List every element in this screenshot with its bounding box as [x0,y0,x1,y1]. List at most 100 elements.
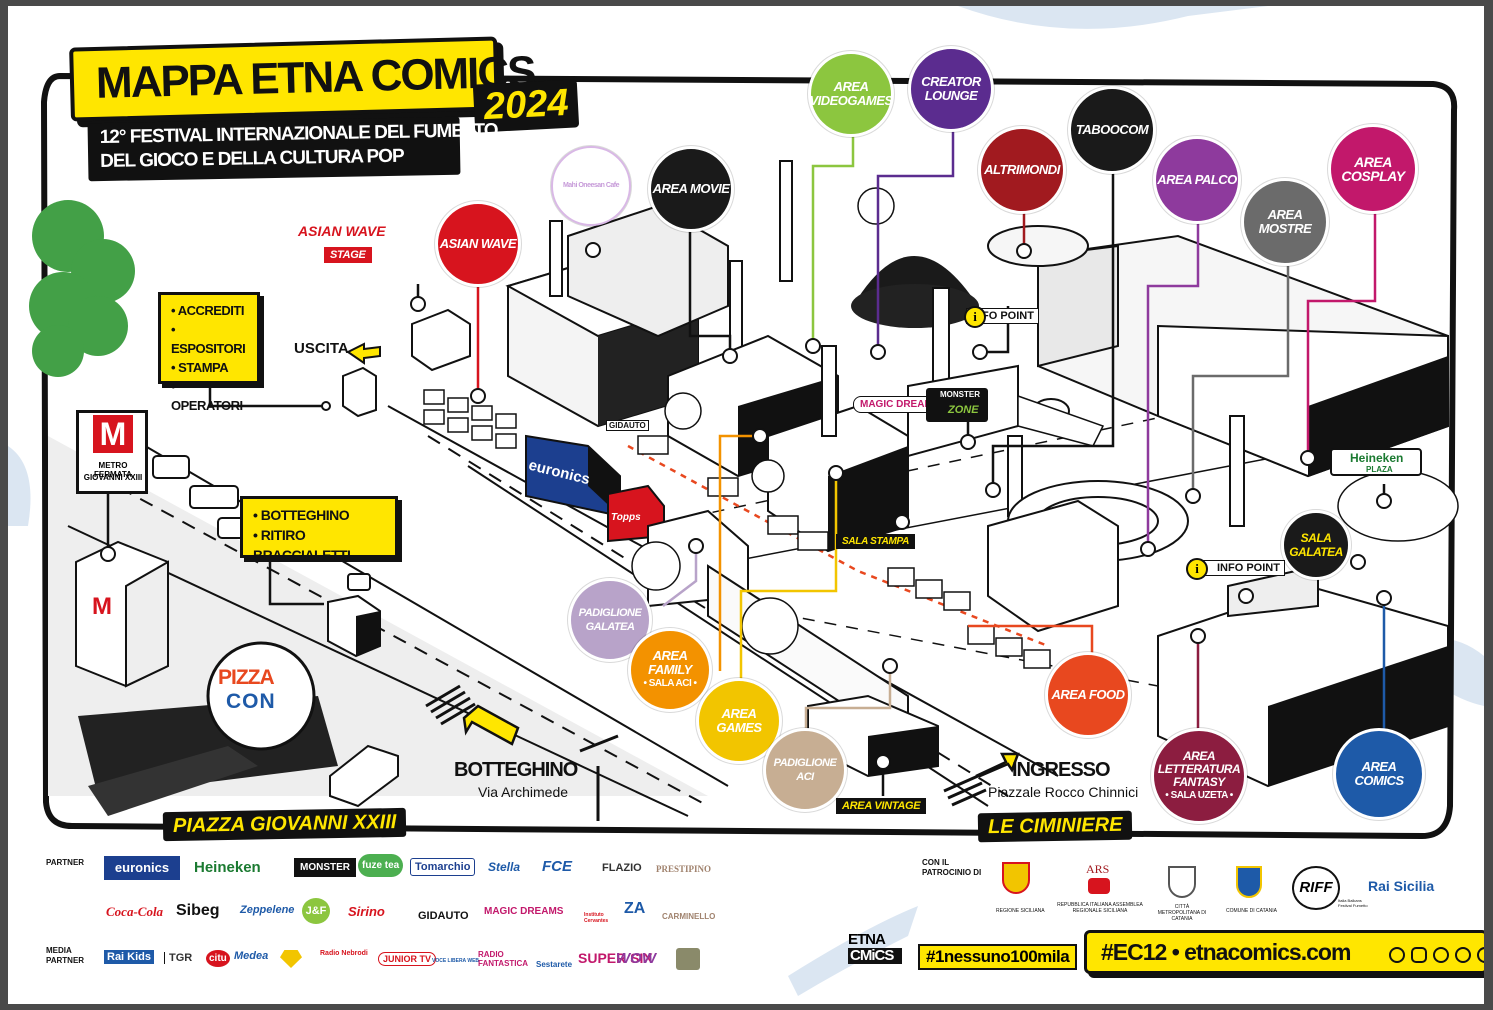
facebook-icon[interactable] [1389,947,1405,963]
zone-area-palco[interactable]: AREA PALCO [1153,136,1241,224]
pizza-con-logo-top: PIZZA [218,666,275,689]
sala-stampa-label: SALA STAMPA [836,534,916,549]
partner-logo-flazio[interactable]: FLAZIO [602,862,642,874]
partner-logo-coca-cola[interactable]: Coca-Cola [106,904,164,919]
media-partner-heading-1: MEDIA [46,946,72,955]
instagram-icon[interactable] [1411,947,1427,963]
media-logo-badge[interactable] [676,948,700,970]
le-ciminiere-label: LE CIMINIERE [977,810,1133,843]
media-logo-citu[interactable]: citu [206,950,230,967]
area-vintage-label: AREA VINTAGE [836,798,927,814]
media-logo-rai-kids[interactable]: Rai Kids [104,950,155,964]
partner-logo-magic-dreams[interactable]: MAGIC DREAMS [484,906,564,917]
media-logo-super-six[interactable]: SUPER SIX [578,950,653,966]
botteghino-box: BOTTEGHINO RITIRO BRACCIALETTI [240,496,398,563]
accrediti-item: STAMPA [171,358,247,377]
hashtag-badge: #1nessuno100mila [918,944,1078,970]
metro-giovanni-label: GIOVANNI XXIII [83,473,143,482]
patrocinio-comune-catania: COMUNE DI CATANIA [1226,908,1277,914]
accrediti-item: ESPOSITORI [171,320,247,358]
comune-catania-crest-icon [1236,866,1262,898]
footer-website[interactable]: #EC12 • etnacomics.com [1101,939,1351,965]
info-point-icon-2: i [1186,558,1208,580]
patrocinio-regione-siciliana: REGIONE SICILIANA [996,908,1045,914]
etna-comics-logo: ETNA CMiCS [848,932,902,970]
x-icon[interactable] [1433,947,1449,963]
monster-zone-badge: MONSTER ZONE [926,388,988,422]
partner-logo-heineken[interactable]: Heineken [194,859,261,876]
metro-fermata-label: METRO FERMATA [94,461,132,479]
heineken-label: Heineken [1350,451,1404,465]
partner-logo-zeppelene[interactable]: Zeppelene [240,904,295,916]
media-logo-junior-tv[interactable]: JUNIOR TV [378,952,437,966]
partner-logo-gidauto[interactable]: GIDAUTO [418,910,469,922]
ingresso-label: INGRESSO [1012,759,1111,781]
partner-logo-jf[interactable]: J&F [302,898,330,924]
partner-logo-carminello[interactable]: CARMINELLO [662,912,716,921]
tiktok-icon[interactable] [1477,947,1484,963]
partner-logo-sibeg[interactable]: Sibeg [176,902,220,919]
zone-asian-wave[interactable]: ASIAN WAVE [435,201,521,287]
partner-logo-tomarchio[interactable]: Tomarchio [410,858,476,876]
piazza-giovanni-label: PIAZZA GIOVANNI XXIII [162,807,407,842]
media-logo-wow[interactable]: WOW [616,950,656,967]
regione-siciliana-crest-icon [1002,862,1030,894]
zone-area-food[interactable]: AREA FOOD [1045,652,1131,738]
accrediti-item: ACCREDITI [171,301,247,320]
partner-logo-monster[interactable]: MONSTER [294,858,356,877]
zone-area-movie[interactable]: AREA MOVIE [648,146,734,232]
partner-logo-fuze-tea[interactable]: fuze tea [358,854,404,877]
partner-logo-prestipino[interactable]: PRESTIPINO [656,864,712,874]
etna-logo-bottom: CMiCS [848,948,902,964]
accrediti-box: ACCREDITI ESPOSITORI STAMPA OPERATORI [158,292,260,413]
metro-sign: M METRO FERMATA GIOVANNI XXIII [76,410,148,494]
botteghino-address: Via Archimede [478,784,569,800]
patrocinio-citta-metropolitana: CITTÀ METROPOLITANA DI CATANIA [1157,904,1207,922]
partner-heading: PARTNER [46,858,85,867]
media-logo-tgr[interactable]: TGR [164,952,192,964]
patrocinio-heading-1: CON IL [922,858,950,867]
metro-logo: M [93,415,133,453]
partner-logo-euronics[interactable]: euronics [104,856,180,880]
ars-logo: ARS [1086,862,1110,876]
zone-area-comics[interactable]: AREA COMICS [1333,728,1425,820]
accrediti-item: OPERATORI [171,377,247,415]
zone-area-mostre[interactable]: AREA MOSTRE [1241,178,1329,266]
patrocinio-riff: Italia Balkans Festival Fumetto [1338,898,1368,908]
media-logo-sestarete[interactable]: Sestarete [536,960,573,969]
partner-logo-stella[interactable]: Stella [488,860,521,874]
heineken-plaza-badge: Heineken PLAZA [1330,448,1422,476]
botteghino-item: BOTTEGHINO [253,505,385,525]
asian-wave-stage-title: ASIAN WAVE [298,223,386,239]
patrocinio-rai-sicilia: Rai Sicilia [1368,878,1435,894]
asian-wave-stage-badge: STAGE [324,247,372,263]
media-logo-radio-nebrodi[interactable]: Radio Nebrodi [320,950,368,957]
subtitle-banner: 12° FESTIVAL INTERNAZIONALE DEL FUMETTO,… [87,116,502,182]
map-illustration: M [8,6,1484,996]
zone-mahi-oneesan-cafe[interactable]: Mahi Oneesan Cafe [551,146,631,226]
botteghino-label: BOTTEGHINO [454,759,578,781]
patrocinio-ars: REPUBBLICA ITALIANA ASSEMBLEA REGIONALE … [1057,902,1143,914]
patrocinio-heading-2: PATROCINIO DI [922,868,982,877]
partner-logo-instituto-cervantes[interactable]: Instituto Cervantes [584,912,609,924]
media-logo-medea[interactable]: Medea [234,950,269,962]
zone-taboocom[interactable]: TABOOCOM [1068,86,1156,174]
page-title: MAPPA ETNA COMICS [95,47,536,108]
map-sheet: M [8,6,1484,1004]
media-logo-radio-fantastica[interactable]: RADIO FANTASTICA [478,950,529,968]
uscita-label: USCITA [294,340,349,357]
youtube-icon[interactable] [1455,947,1471,963]
partner-logo-sirino[interactable]: Sirino [348,904,385,919]
partner-logo-fce[interactable]: FCE [542,858,572,875]
partner-logo-za[interactable]: ZA [624,900,646,917]
zone-altrimondi[interactable]: ALTRIMONDI [978,126,1066,214]
media-logo-voce-libera-web[interactable]: VOCE LIBERA WEB [432,958,480,964]
monster-label: MONSTER [940,390,980,399]
